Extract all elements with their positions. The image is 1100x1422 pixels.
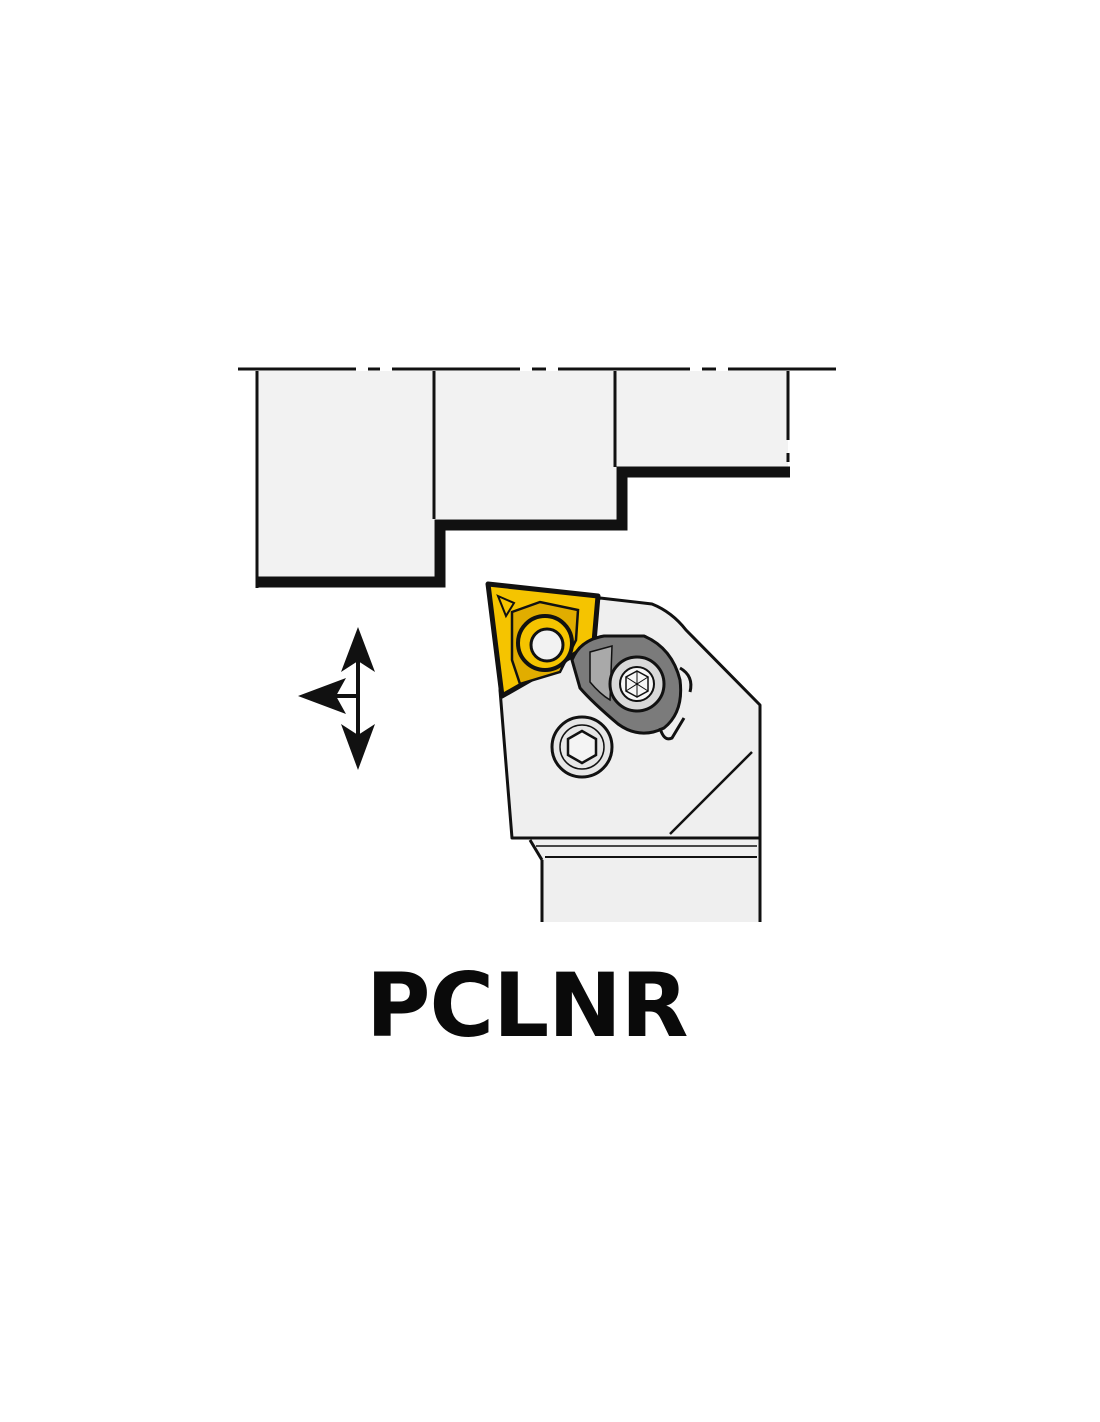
- lever-clamp-icon: [570, 634, 693, 741]
- rhombic-insert-icon: [485, 581, 601, 699]
- tool-designation-label: PCLNR: [366, 954, 689, 1057]
- workpiece-body: [257, 371, 788, 577]
- machined-profile: [257, 466, 790, 588]
- hex-socket-screw-icon: [550, 715, 614, 779]
- stepped-workpiece: [255, 371, 790, 588]
- tool-holder: [485, 581, 762, 922]
- holder-shank: [530, 840, 760, 922]
- arrows-left-up-down-icon: [298, 627, 375, 770]
